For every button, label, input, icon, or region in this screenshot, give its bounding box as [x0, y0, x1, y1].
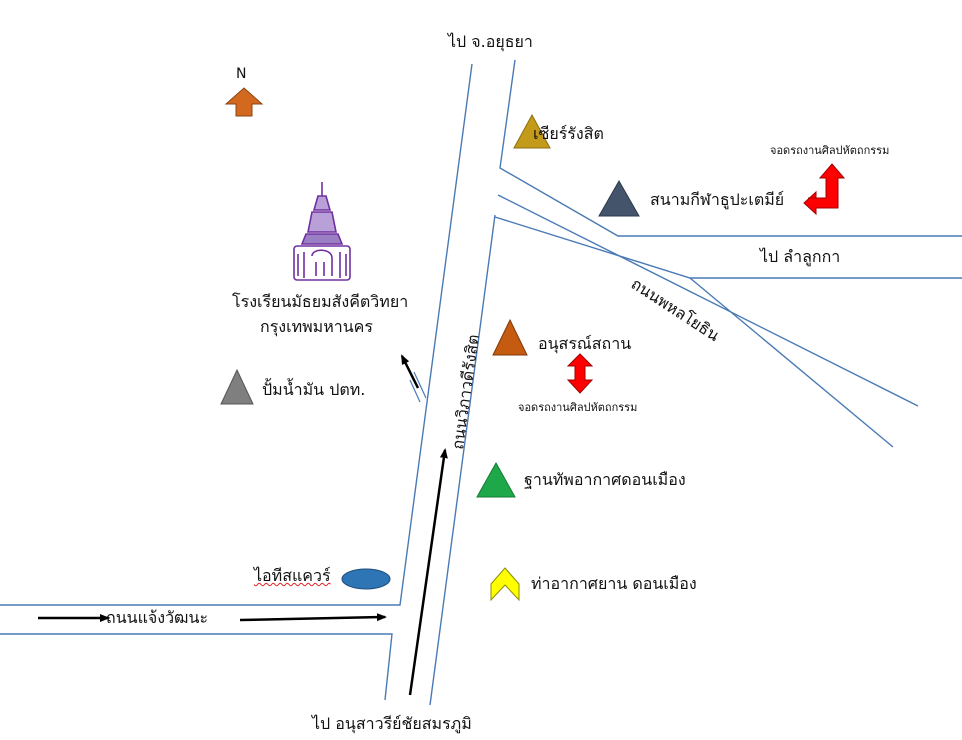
- label-airport: ท่าอากาศยาน ดอนเมือง: [531, 574, 697, 593]
- connector-mark: [409, 371, 427, 403]
- school-logo-icon: [293, 182, 351, 281]
- road-label-chaeng-watthana: ถนนแจ้งวัฒนะ: [106, 608, 209, 627]
- label-parking-middle: จอดรถงานศิลปหัตถกรรม: [518, 401, 638, 414]
- arrow-to-school: [400, 354, 420, 389]
- school-name-line1: โรงเรียนมัธยมสังคีตวิทยา: [232, 292, 409, 311]
- label-gas-station: ปั้มน้ำมัน ปตท.: [262, 380, 366, 399]
- airbase-triangle-icon: [476, 461, 516, 498]
- monument-triangle-icon: [492, 318, 528, 356]
- parking-top-arrow-icon: [803, 163, 846, 216]
- destination-lam-luk-ka: ไป ลำลูกกา: [760, 247, 841, 266]
- future-rangsit-triangle-icon: [513, 113, 551, 149]
- label-monument: อนุสรณ์สถาน: [538, 334, 632, 353]
- parking-middle-double-arrow-icon: [566, 353, 594, 394]
- road-phahonyothin: [494, 194, 962, 448]
- airport-chevron-icon: [490, 567, 520, 602]
- school-name-line2: กรุงเทพมหานคร: [260, 317, 373, 336]
- north-label: N: [236, 66, 247, 82]
- it-square-oval-icon: [341, 568, 391, 590]
- label-parking-top: จอดรถงานศิลปหัตถกรรม: [770, 144, 890, 157]
- gas-station-triangle-icon: [220, 368, 254, 405]
- road-vibhavadi: [0, 59, 962, 706]
- label-future-rangsit: เซียร์รังสิต: [533, 124, 604, 143]
- destination-victory-monument: ไป อนุสาวรีย์ชัยสมรภูมิ: [312, 714, 472, 733]
- north-arrow-icon: [224, 87, 264, 117]
- stadium-triangle-icon: [598, 179, 640, 217]
- label-it-square: ไอทีสแควร์: [254, 566, 331, 585]
- arrow-vibhavadi-north: [408, 448, 448, 696]
- label-airbase: ฐานทัพอากาศดอนเมือง: [524, 470, 686, 489]
- label-thupatemi-stadium: สนามกีฬาธูปะเตมีย์: [650, 190, 785, 209]
- destination-ayutthaya: ไป จ.อยุธยา: [448, 32, 533, 51]
- arrow-chaeng-watthana-east: [239, 613, 387, 622]
